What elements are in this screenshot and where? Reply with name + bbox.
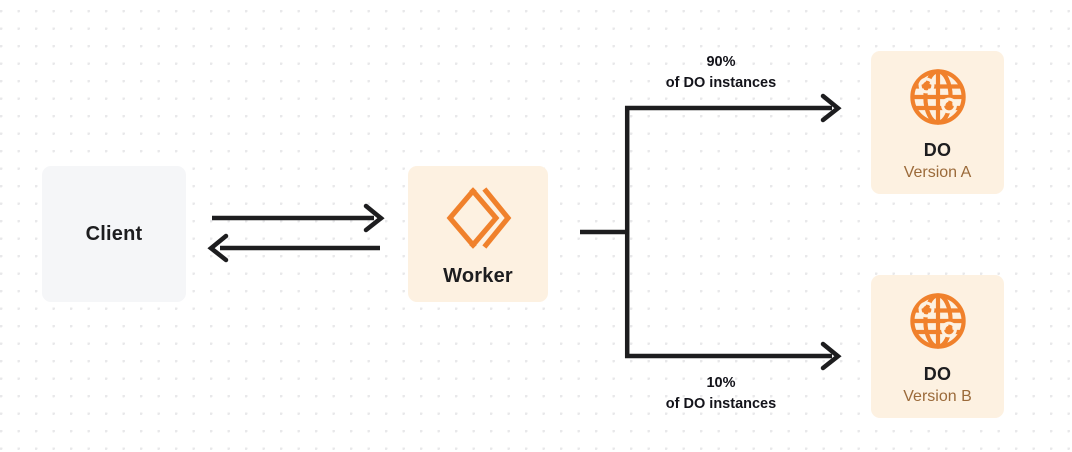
do-a-subtitle: Version A xyxy=(903,163,972,181)
edge-label-do-b-percent: 10% xyxy=(706,375,736,391)
arrow-worker-to-client xyxy=(207,233,380,263)
do-b-subtitle: Version B xyxy=(903,387,972,405)
cloudflare-workers-logo-icon xyxy=(444,186,512,249)
branch-connector xyxy=(580,106,630,358)
do-b-title: DO xyxy=(923,363,952,384)
arrow-worker-to-do-b xyxy=(625,341,842,371)
node-do-version-b[interactable]: DO Version B xyxy=(871,275,1004,418)
edge-label-do-a-description: of DO instances xyxy=(665,74,777,91)
node-do-version-a[interactable]: DO Version A xyxy=(871,51,1004,194)
node-worker[interactable]: Worker xyxy=(408,166,548,302)
do-a-title: DO xyxy=(923,139,952,160)
edge-label-do-a-percent: 90% xyxy=(706,54,736,70)
globe-icon xyxy=(909,68,967,126)
arrow-worker-to-do-a xyxy=(625,93,842,123)
edge-label-do-a: 90% of DO instances xyxy=(655,52,787,93)
node-client[interactable]: Client xyxy=(42,166,186,302)
client-label: Client xyxy=(85,222,143,245)
globe-icon xyxy=(909,292,967,350)
arrow-client-to-worker xyxy=(212,203,385,233)
worker-label: Worker xyxy=(443,264,513,287)
edge-label-do-b: 10% of DO instances xyxy=(655,373,787,414)
edge-label-do-b-description: of DO instances xyxy=(665,395,777,412)
